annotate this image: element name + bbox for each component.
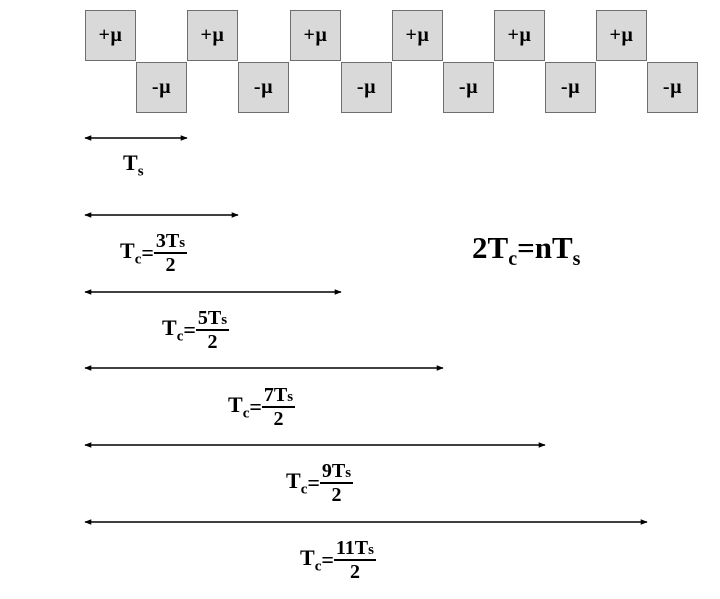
tc-sub: c	[134, 251, 142, 268]
plus-mu-cell-2: +µ	[187, 10, 238, 61]
relation-sub-2: s	[572, 248, 581, 271]
cell-label: -µ	[560, 76, 581, 98]
cell-label: +µ	[609, 24, 634, 46]
tc-sub: c	[242, 405, 250, 422]
fraction-numerator: 5T	[197, 307, 222, 329]
fraction-numerator-sub: s	[221, 312, 228, 328]
fraction-numerator: 7T	[263, 384, 288, 406]
fraction-numerator: 3T	[155, 230, 180, 252]
tc-main: T	[228, 391, 243, 417]
cell-label: +µ	[405, 24, 430, 46]
ts-label: Ts	[123, 150, 144, 180]
fraction-numerator-sub: s	[287, 389, 294, 405]
fraction-numerator: 11T	[335, 537, 369, 559]
relation-equation: 2Tc=nTs	[472, 230, 580, 271]
fraction-numerator-sub: s	[345, 465, 352, 481]
cell-label: +µ	[200, 24, 225, 46]
minus-mu-cell-1: -µ	[136, 62, 187, 113]
minus-mu-cell-3: -µ	[341, 62, 392, 113]
minus-mu-cell-2: -µ	[238, 62, 289, 113]
tc-main: T	[120, 237, 135, 263]
relation-sub-1: c	[508, 248, 518, 271]
cell-label: +µ	[98, 24, 123, 46]
minus-mu-cell-6: -µ	[647, 62, 698, 113]
fraction-denominator: 2	[207, 331, 218, 353]
fraction-denominator: 2	[273, 408, 284, 430]
tc-main: T	[286, 467, 301, 493]
cell-label: -µ	[662, 76, 683, 98]
tc-sub: c	[176, 328, 184, 345]
tc-equals: =	[321, 547, 334, 572]
fraction-denominator: 2	[331, 484, 342, 506]
plus-mu-cell-3: +µ	[290, 10, 341, 61]
cell-label: +µ	[507, 24, 532, 46]
plus-mu-cell-5: +µ	[494, 10, 545, 61]
plus-mu-cell-1: +µ	[85, 10, 136, 61]
fraction-denominator: 2	[349, 561, 360, 583]
relation-part-2: =nT	[517, 230, 573, 265]
minus-mu-cell-5: -µ	[545, 62, 596, 113]
plus-mu-cell-6: +µ	[596, 10, 647, 61]
fraction-denominator: 2	[165, 254, 176, 276]
cell-label: -µ	[253, 76, 274, 98]
fraction-numerator-sub: s	[368, 542, 374, 558]
plus-mu-cell-4: +µ	[392, 10, 443, 61]
tc-equals: =	[183, 317, 196, 342]
tc-sub: c	[300, 481, 308, 498]
fraction-numerator-sub: s	[179, 235, 186, 251]
cell-label: -µ	[356, 76, 377, 98]
minus-mu-cell-4: -µ	[443, 62, 494, 113]
cell-label: -µ	[458, 76, 479, 98]
ts-sub: s	[137, 163, 144, 180]
cell-label: -µ	[151, 76, 172, 98]
tc-equals: =	[249, 394, 262, 419]
relation-part-1: 2T	[472, 230, 509, 265]
tc-equals: =	[307, 470, 320, 495]
tc-main: T	[300, 544, 315, 570]
tc-equals: =	[141, 240, 154, 265]
cell-label: +µ	[303, 24, 328, 46]
ts-main: T	[123, 150, 138, 175]
tc-sub: c	[314, 558, 322, 575]
tc-main: T	[162, 314, 177, 340]
fraction-numerator: 9T	[321, 460, 346, 482]
